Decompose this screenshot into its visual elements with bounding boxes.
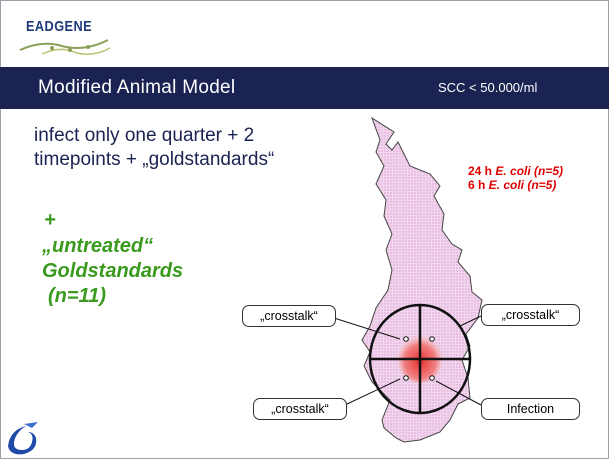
callout-infection: Infection <box>481 398 580 420</box>
callout-crosstalk-bottom-left: „crosstalk“ <box>253 398 347 420</box>
teat-front-left <box>404 337 409 342</box>
teat-rear-left <box>404 376 409 381</box>
callout-crosstalk-top-left: „crosstalk“ <box>242 305 336 327</box>
teat-rear-right <box>430 376 435 381</box>
teat-front-right <box>430 337 435 342</box>
callout-crosstalk-top-right: „crosstalk“ <box>481 304 580 326</box>
eu-framework-logo-icon <box>4 420 40 456</box>
